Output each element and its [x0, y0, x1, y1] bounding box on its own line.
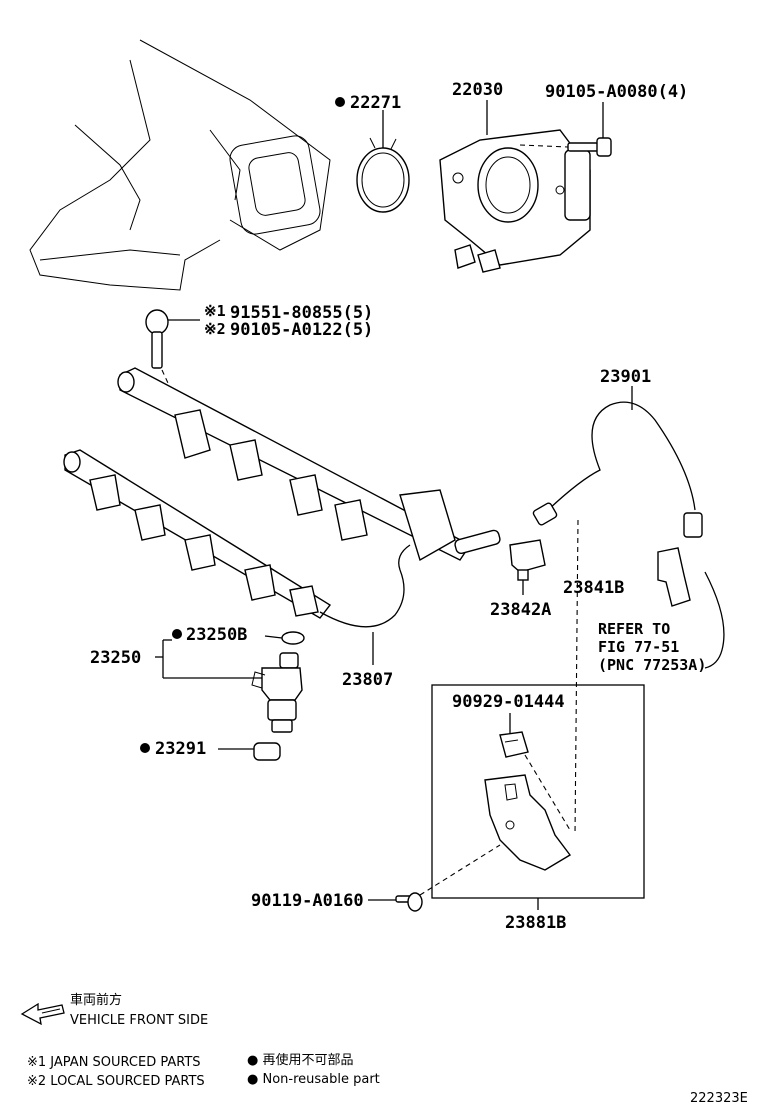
vapor-hose [704, 571, 725, 669]
vehicle-front-arrow-icon [20, 1002, 65, 1026]
bolt-bracket[interactable] [395, 892, 423, 912]
part-number-91551-80855: 91551-80855(5) [230, 303, 373, 323]
throttle-body[interactable] [439, 129, 591, 273]
part-number-90929-01444: 90929-01444 [452, 692, 565, 712]
fuel-hose[interactable] [532, 401, 703, 538]
legend-nonreusable-jp: ● 再使用不可部品 [247, 1052, 353, 1068]
part-number-23901: 23901 [600, 367, 651, 387]
part-number-90119-A0160: 90119-A0160 [251, 891, 364, 911]
fuel-injector[interactable] [251, 652, 303, 733]
refer-text-line3: (PNC 77253A) [598, 656, 706, 674]
fuel-rail-upper[interactable] [117, 367, 501, 562]
vehicle-front-label-en: VEHICLE FRONT SIDE [70, 1013, 208, 1028]
part-number-23841B: 23841B [563, 578, 624, 598]
part-number-23842A: 23842A [490, 600, 551, 620]
non-reusable-bullet [172, 629, 182, 639]
fuel-pipe[interactable] [319, 544, 411, 628]
part-number-90105-A0080: 90105-A0080(4) [545, 82, 688, 102]
bolt-fuel-rail[interactable] [145, 309, 169, 369]
part-number-23250B: 23250B [186, 625, 247, 645]
part-number-22271: 22271 [350, 93, 401, 113]
legend-local-sourced: ※2 LOCAL SOURCED PARTS [27, 1074, 205, 1089]
ref-mark-2: ※2 [204, 320, 226, 338]
wire-clip[interactable] [499, 731, 529, 758]
part-number-23250: 23250 [90, 648, 141, 668]
legend-japan-sourced: ※1 JAPAN SOURCED PARTS [27, 1055, 201, 1070]
legend-nonreusable-en: ● Non-reusable part [247, 1072, 380, 1087]
intake-manifold-outline [29, 39, 331, 291]
part-number-23807: 23807 [342, 670, 393, 690]
ref-mark-1: ※1 [204, 302, 226, 320]
part-number-22030: 22030 [452, 80, 503, 100]
part-number-90105-A0122: 90105-A0122(5) [230, 320, 373, 340]
clamp-23841B[interactable] [657, 547, 691, 607]
refer-text-line1: REFER TO [598, 620, 670, 638]
non-reusable-bullet [335, 97, 345, 107]
figure-id: 222323E [690, 1091, 748, 1106]
part-number-23881B: 23881B [505, 913, 566, 933]
refer-text-line2: FIG 77-51 [598, 638, 679, 656]
fuel-rail-lower[interactable] [63, 449, 332, 619]
injector-insulator[interactable] [253, 742, 281, 761]
sensor-23842A[interactable] [509, 539, 546, 581]
vehicle-front-label-jp: 車両前方 [70, 992, 122, 1008]
fuel-pipe-bracket[interactable] [484, 774, 572, 871]
non-reusable-bullet [140, 743, 150, 753]
part-number-23291: 23291 [155, 739, 206, 759]
gasket-ring[interactable] [356, 137, 410, 213]
o-ring[interactable] [281, 631, 305, 645]
bolt-throttle-body[interactable] [567, 137, 612, 157]
